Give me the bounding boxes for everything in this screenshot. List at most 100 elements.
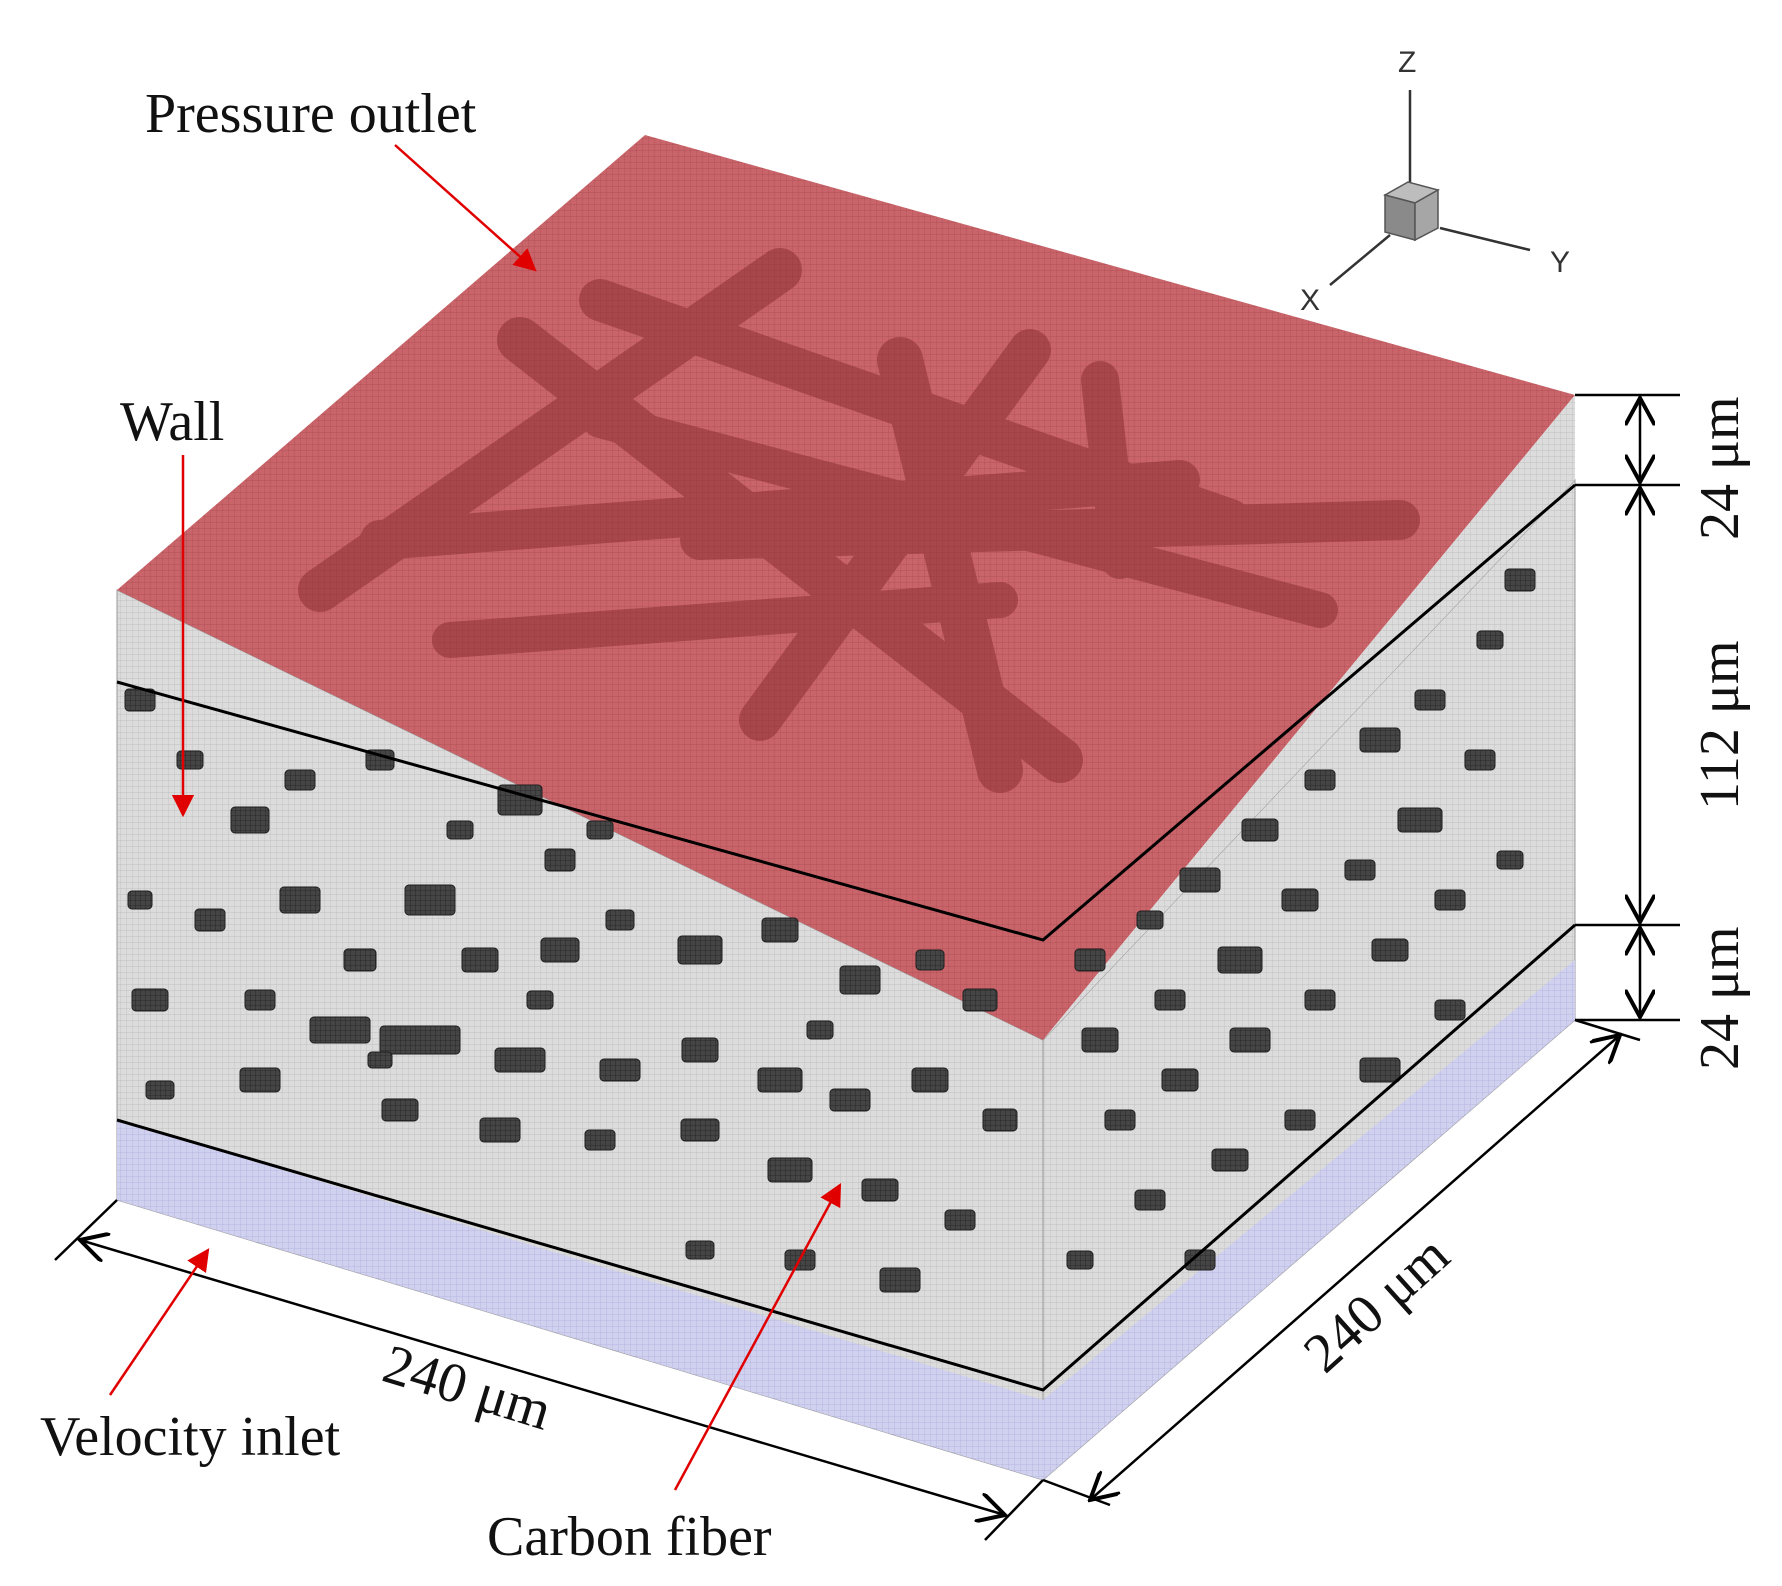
fiber-section bbox=[494, 1047, 546, 1073]
fiber-section bbox=[584, 1129, 616, 1151]
fiber-section bbox=[1476, 630, 1504, 650]
fiber-section bbox=[829, 1088, 871, 1112]
fiber-section bbox=[757, 1067, 803, 1093]
fiber-section bbox=[239, 1067, 281, 1093]
upper-boundary bbox=[116, 483, 1576, 942]
fiber-section bbox=[343, 948, 377, 972]
axis-label-z: Z bbox=[1398, 46, 1416, 79]
axis-cube-right bbox=[1414, 188, 1439, 242]
fiber-section bbox=[446, 820, 474, 840]
fiber-section bbox=[230, 806, 270, 834]
label-bottom-layer: 24 μm bbox=[1689, 926, 1751, 1070]
arrow-pressure-outlet bbox=[394, 144, 537, 272]
fiber-section bbox=[1229, 1027, 1271, 1053]
fiber-section bbox=[1217, 946, 1263, 974]
fiber-section bbox=[605, 909, 635, 931]
fiber-section bbox=[1136, 910, 1164, 930]
fiber-section bbox=[1241, 818, 1279, 842]
fiber-section bbox=[1344, 859, 1376, 881]
box-geometry bbox=[116, 135, 1576, 1482]
fiber-section bbox=[1081, 1027, 1119, 1053]
fiber-section bbox=[145, 1080, 175, 1100]
axis-cube-left bbox=[1384, 194, 1416, 241]
fiber-section bbox=[944, 1209, 976, 1231]
base-dimensions bbox=[54, 1018, 1641, 1541]
label-velocity-inlet: Velocity inlet bbox=[40, 1406, 341, 1468]
fiber-section bbox=[681, 1037, 719, 1063]
top-band-right bbox=[1043, 395, 1575, 1040]
label-carbon-fiber: Carbon fiber bbox=[487, 1506, 772, 1568]
fiber-section bbox=[1496, 850, 1524, 870]
fiber-section bbox=[309, 1016, 371, 1044]
fiber-section bbox=[1134, 1189, 1166, 1211]
fiber-section bbox=[911, 1067, 949, 1093]
fiber-section bbox=[1434, 889, 1466, 911]
fiber-section bbox=[194, 908, 226, 932]
fiber-section bbox=[1371, 938, 1409, 962]
fiber-section bbox=[244, 989, 276, 1011]
dim-side-depth bbox=[1090, 1035, 1620, 1500]
fiber-section bbox=[1464, 749, 1496, 771]
fiber-section bbox=[1161, 1068, 1199, 1092]
fiber-section bbox=[767, 1157, 813, 1183]
arrow-carbon-fiber bbox=[673, 1183, 842, 1491]
fiber-section bbox=[127, 890, 153, 910]
fiber-section bbox=[1414, 689, 1446, 711]
fiber-section bbox=[526, 990, 554, 1010]
fiber-section bbox=[1211, 1148, 1249, 1172]
fiber-section bbox=[1281, 888, 1319, 912]
label-wall: Wall bbox=[120, 391, 224, 453]
fiber-section bbox=[461, 947, 499, 973]
fiber-section bbox=[1284, 1109, 1316, 1131]
fiber-section bbox=[131, 988, 169, 1012]
fiber-section bbox=[404, 884, 456, 916]
fiber-section bbox=[685, 1240, 715, 1260]
fiber-section bbox=[1066, 1250, 1094, 1270]
fiber-section bbox=[680, 1118, 720, 1142]
axis-label-y: Y bbox=[1550, 246, 1570, 279]
fiber-section bbox=[176, 750, 204, 770]
height-dimensions bbox=[1575, 393, 1680, 1022]
fiber-section bbox=[879, 1267, 921, 1293]
fiber-section bbox=[761, 917, 799, 943]
fiber-section bbox=[544, 848, 576, 872]
fiber-section bbox=[982, 1108, 1018, 1132]
annotation-arrows bbox=[108, 144, 842, 1491]
fiber-section bbox=[284, 769, 316, 791]
carbon-fiber-network bbox=[298, 248, 1420, 793]
fiber-section bbox=[381, 1098, 419, 1122]
fiber-section bbox=[1504, 568, 1536, 592]
fiber-section bbox=[1154, 989, 1186, 1011]
fiber-section bbox=[839, 965, 881, 995]
fiber-section bbox=[1179, 867, 1221, 893]
label-front-width: 240 μm bbox=[376, 1333, 558, 1442]
fiber-section bbox=[540, 937, 580, 963]
fiber-section bbox=[279, 886, 321, 914]
fiber-section bbox=[1359, 727, 1401, 753]
label-top-layer: 24 μm bbox=[1689, 396, 1751, 540]
fiber-section bbox=[1304, 769, 1336, 791]
fiber-section bbox=[599, 1058, 641, 1082]
fiber-section bbox=[479, 1117, 521, 1143]
axis-triad: Z Y X bbox=[1300, 46, 1570, 317]
fiber-section bbox=[1397, 807, 1443, 833]
fiber-section bbox=[1304, 989, 1336, 1011]
fiber-section bbox=[915, 949, 945, 971]
arrow-velocity-inlet bbox=[108, 1248, 210, 1396]
fiber-section bbox=[379, 1025, 461, 1055]
fiber-section bbox=[1434, 999, 1466, 1021]
annotation-labels: Pressure outlet Wall Velocity inlet Carb… bbox=[40, 83, 1751, 1568]
fiber-section bbox=[1104, 1109, 1136, 1131]
label-middle-layer: 112 μm bbox=[1689, 640, 1751, 810]
fiber-section bbox=[367, 1051, 393, 1069]
fiber-section bbox=[1074, 948, 1106, 972]
fiber-section bbox=[1359, 1057, 1401, 1083]
axis-label-x: X bbox=[1300, 284, 1320, 317]
fiber-section bbox=[806, 1020, 834, 1040]
fiber-section bbox=[861, 1178, 899, 1202]
dim-front-width bbox=[80, 1240, 1005, 1515]
fiber-section bbox=[677, 935, 723, 965]
label-pressure-outlet: Pressure outlet bbox=[145, 83, 477, 145]
